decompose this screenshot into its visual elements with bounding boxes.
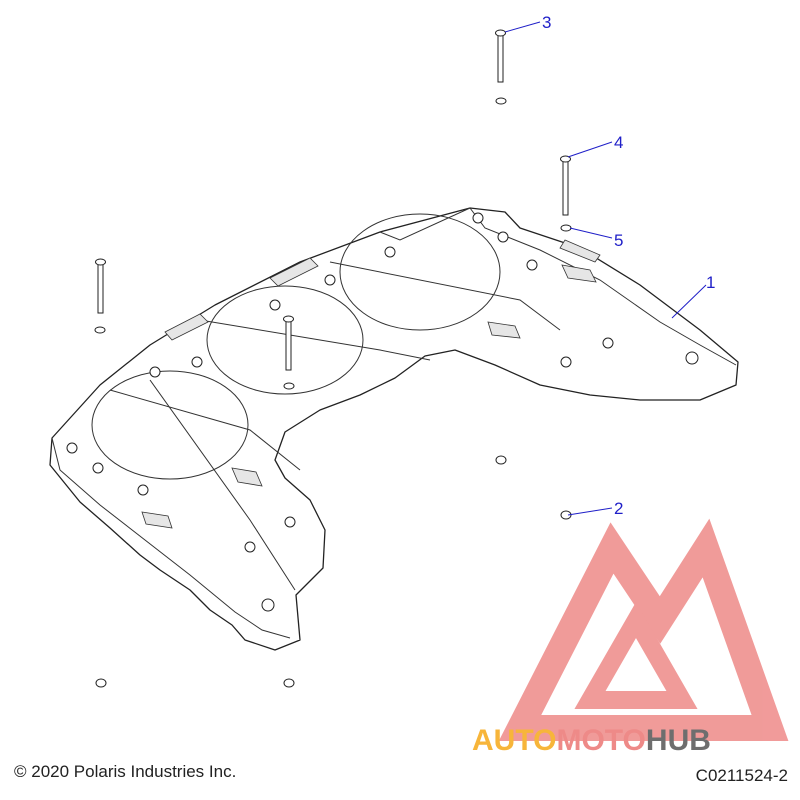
copyright-text: © 2020 Polaris Industries Inc.: [14, 762, 237, 781]
leader-line-3: [504, 21, 541, 33]
leader-line-1: [671, 284, 707, 319]
callout-3: 3: [542, 13, 551, 32]
watermark-text: AUTOMOTOHUB: [472, 724, 711, 757]
callout-1: 1: [706, 273, 715, 292]
callout-2: 2: [614, 499, 623, 518]
callout-4: 4: [614, 133, 623, 152]
bolt-3: [495, 29, 506, 83]
leader-line-5: [569, 227, 613, 239]
washer-5: [560, 224, 572, 232]
svg-text:AUTOMOTOHUB: AUTOMOTOHUB: [472, 724, 711, 757]
washer-3: [495, 97, 507, 105]
reference-code: C0211524-2: [695, 766, 788, 785]
watermark-logo: [498, 518, 789, 741]
leader-line-2: [567, 507, 613, 516]
watermark-auto: AUTO: [472, 724, 556, 757]
bolt-4: [560, 155, 571, 216]
callout-5: 5: [614, 231, 623, 250]
nuts-2: [95, 455, 572, 688]
rack-part-1: [49, 207, 739, 651]
watermark-moto: MOTO: [556, 724, 645, 757]
watermark-hub: HUB: [646, 724, 711, 757]
bolt-center: [283, 315, 295, 390]
leader-line-4: [567, 141, 613, 158]
bolt-left: [94, 258, 106, 334]
